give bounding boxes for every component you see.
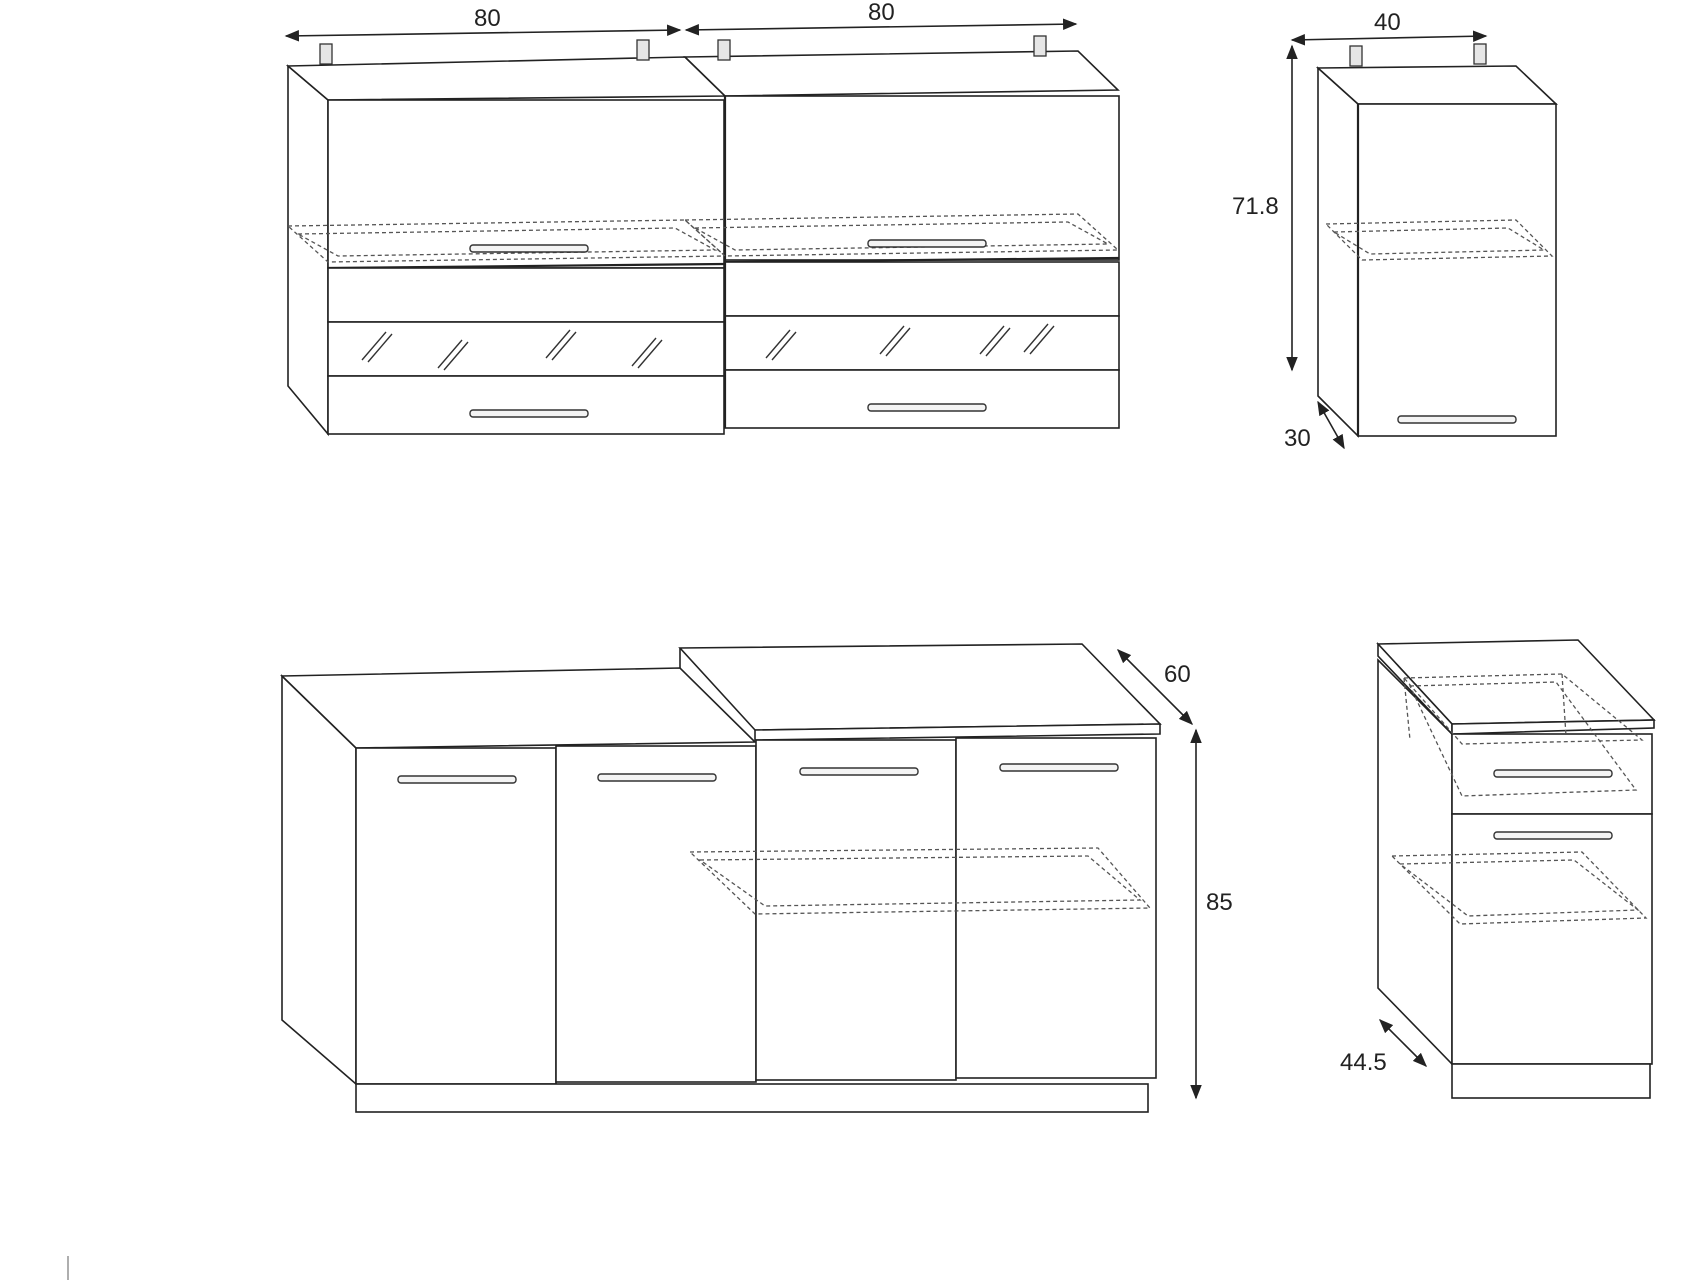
drawer-base-depth-label: 44.5 (1340, 1049, 1387, 1076)
upper-wide-cabinet-left (285, 39, 727, 437)
upper-wide-cabinet-right (683, 35, 1120, 429)
glass-hatch (361, 329, 663, 371)
base-plinth (355, 1083, 1149, 1113)
dimension-drawer-base: 44.5 (1340, 1018, 1428, 1076)
upper-wide-right-width-label: 80 (868, 0, 895, 26)
dimension-upper-width: 80 80 (284, 0, 1078, 42)
base-depth-label: 60 (1164, 661, 1191, 688)
upper-height-label: 71.8 (1232, 193, 1279, 220)
upper-depth-label: 30 (1284, 425, 1311, 452)
glass-hatch (765, 323, 1055, 361)
upper-narrow-width-label: 40 (1374, 9, 1401, 36)
base-cabinet-hob (678, 643, 1162, 1081)
drawer-base-cabinet (1376, 639, 1656, 1099)
upper-wide-left-width-label: 80 (474, 5, 501, 32)
base-cabinet-sink (280, 667, 757, 1086)
base-height-label: 85 (1206, 889, 1233, 916)
dimension-upper-narrow: 40 71.8 30 (1232, 9, 1488, 452)
dimension-base: 60 85 (1116, 648, 1233, 1100)
upper-narrow-cabinet (1315, 43, 1559, 438)
